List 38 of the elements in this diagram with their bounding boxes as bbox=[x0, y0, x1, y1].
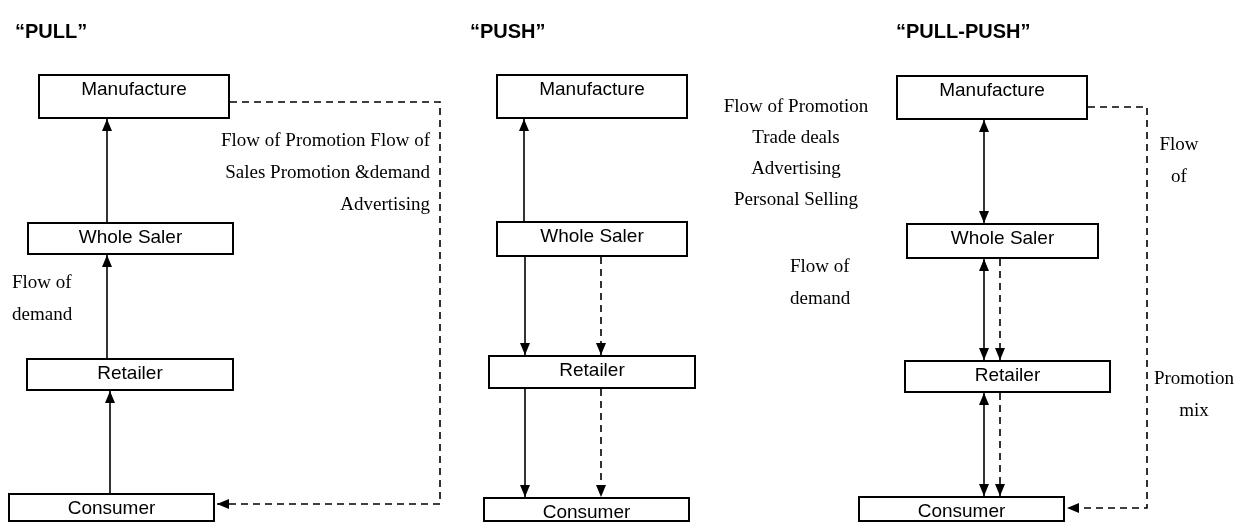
entity-box: Manufacture bbox=[896, 75, 1088, 120]
entity-box: Whole Saler bbox=[496, 221, 688, 257]
flow-label: Flow of demand bbox=[12, 270, 74, 326]
arrow bbox=[520, 388, 530, 498]
arrow bbox=[520, 256, 530, 356]
arrow bbox=[216, 101, 441, 509]
entity-box: Retailer bbox=[26, 358, 234, 391]
panel-heading: “PUSH” bbox=[470, 19, 547, 44]
flow-label: Sales Promotion &demand bbox=[224, 160, 430, 184]
panel-heading: “PULL-PUSH” bbox=[896, 19, 1032, 44]
flow-label: Flow of bbox=[1158, 132, 1200, 188]
entity-box: Consumer bbox=[858, 496, 1065, 522]
panel-heading: “PULL” bbox=[15, 19, 89, 44]
flow-label: Promotion mix bbox=[1152, 366, 1236, 422]
arrow bbox=[105, 390, 115, 494]
arrow bbox=[596, 256, 606, 356]
entity-box: Whole Saler bbox=[906, 223, 1099, 259]
arrow bbox=[102, 118, 112, 223]
flow-label: Flow of demand bbox=[790, 254, 852, 310]
flow-label: Advertising bbox=[339, 192, 430, 216]
entity-box: Consumer bbox=[483, 497, 690, 522]
arrow bbox=[979, 392, 989, 497]
arrow bbox=[102, 254, 112, 359]
arrow bbox=[519, 118, 529, 222]
flow-label: Flow of Promotion Trade deals Advertising Personal Selling bbox=[722, 94, 870, 211]
arrow bbox=[995, 392, 1005, 497]
arrow bbox=[979, 119, 989, 224]
flow-label: Flow of Promotion Flow of bbox=[219, 128, 430, 152]
arrow bbox=[995, 258, 1005, 361]
arrow bbox=[1066, 106, 1148, 513]
entity-box: Manufacture bbox=[496, 74, 688, 119]
entity-box: Retailer bbox=[488, 355, 696, 389]
arrow bbox=[979, 258, 989, 361]
entity-box: Consumer bbox=[8, 493, 215, 522]
entity-box: Manufacture bbox=[38, 74, 230, 119]
entity-box: Retailer bbox=[904, 360, 1111, 393]
entity-box: Whole Saler bbox=[27, 222, 234, 255]
arrow bbox=[596, 388, 606, 498]
